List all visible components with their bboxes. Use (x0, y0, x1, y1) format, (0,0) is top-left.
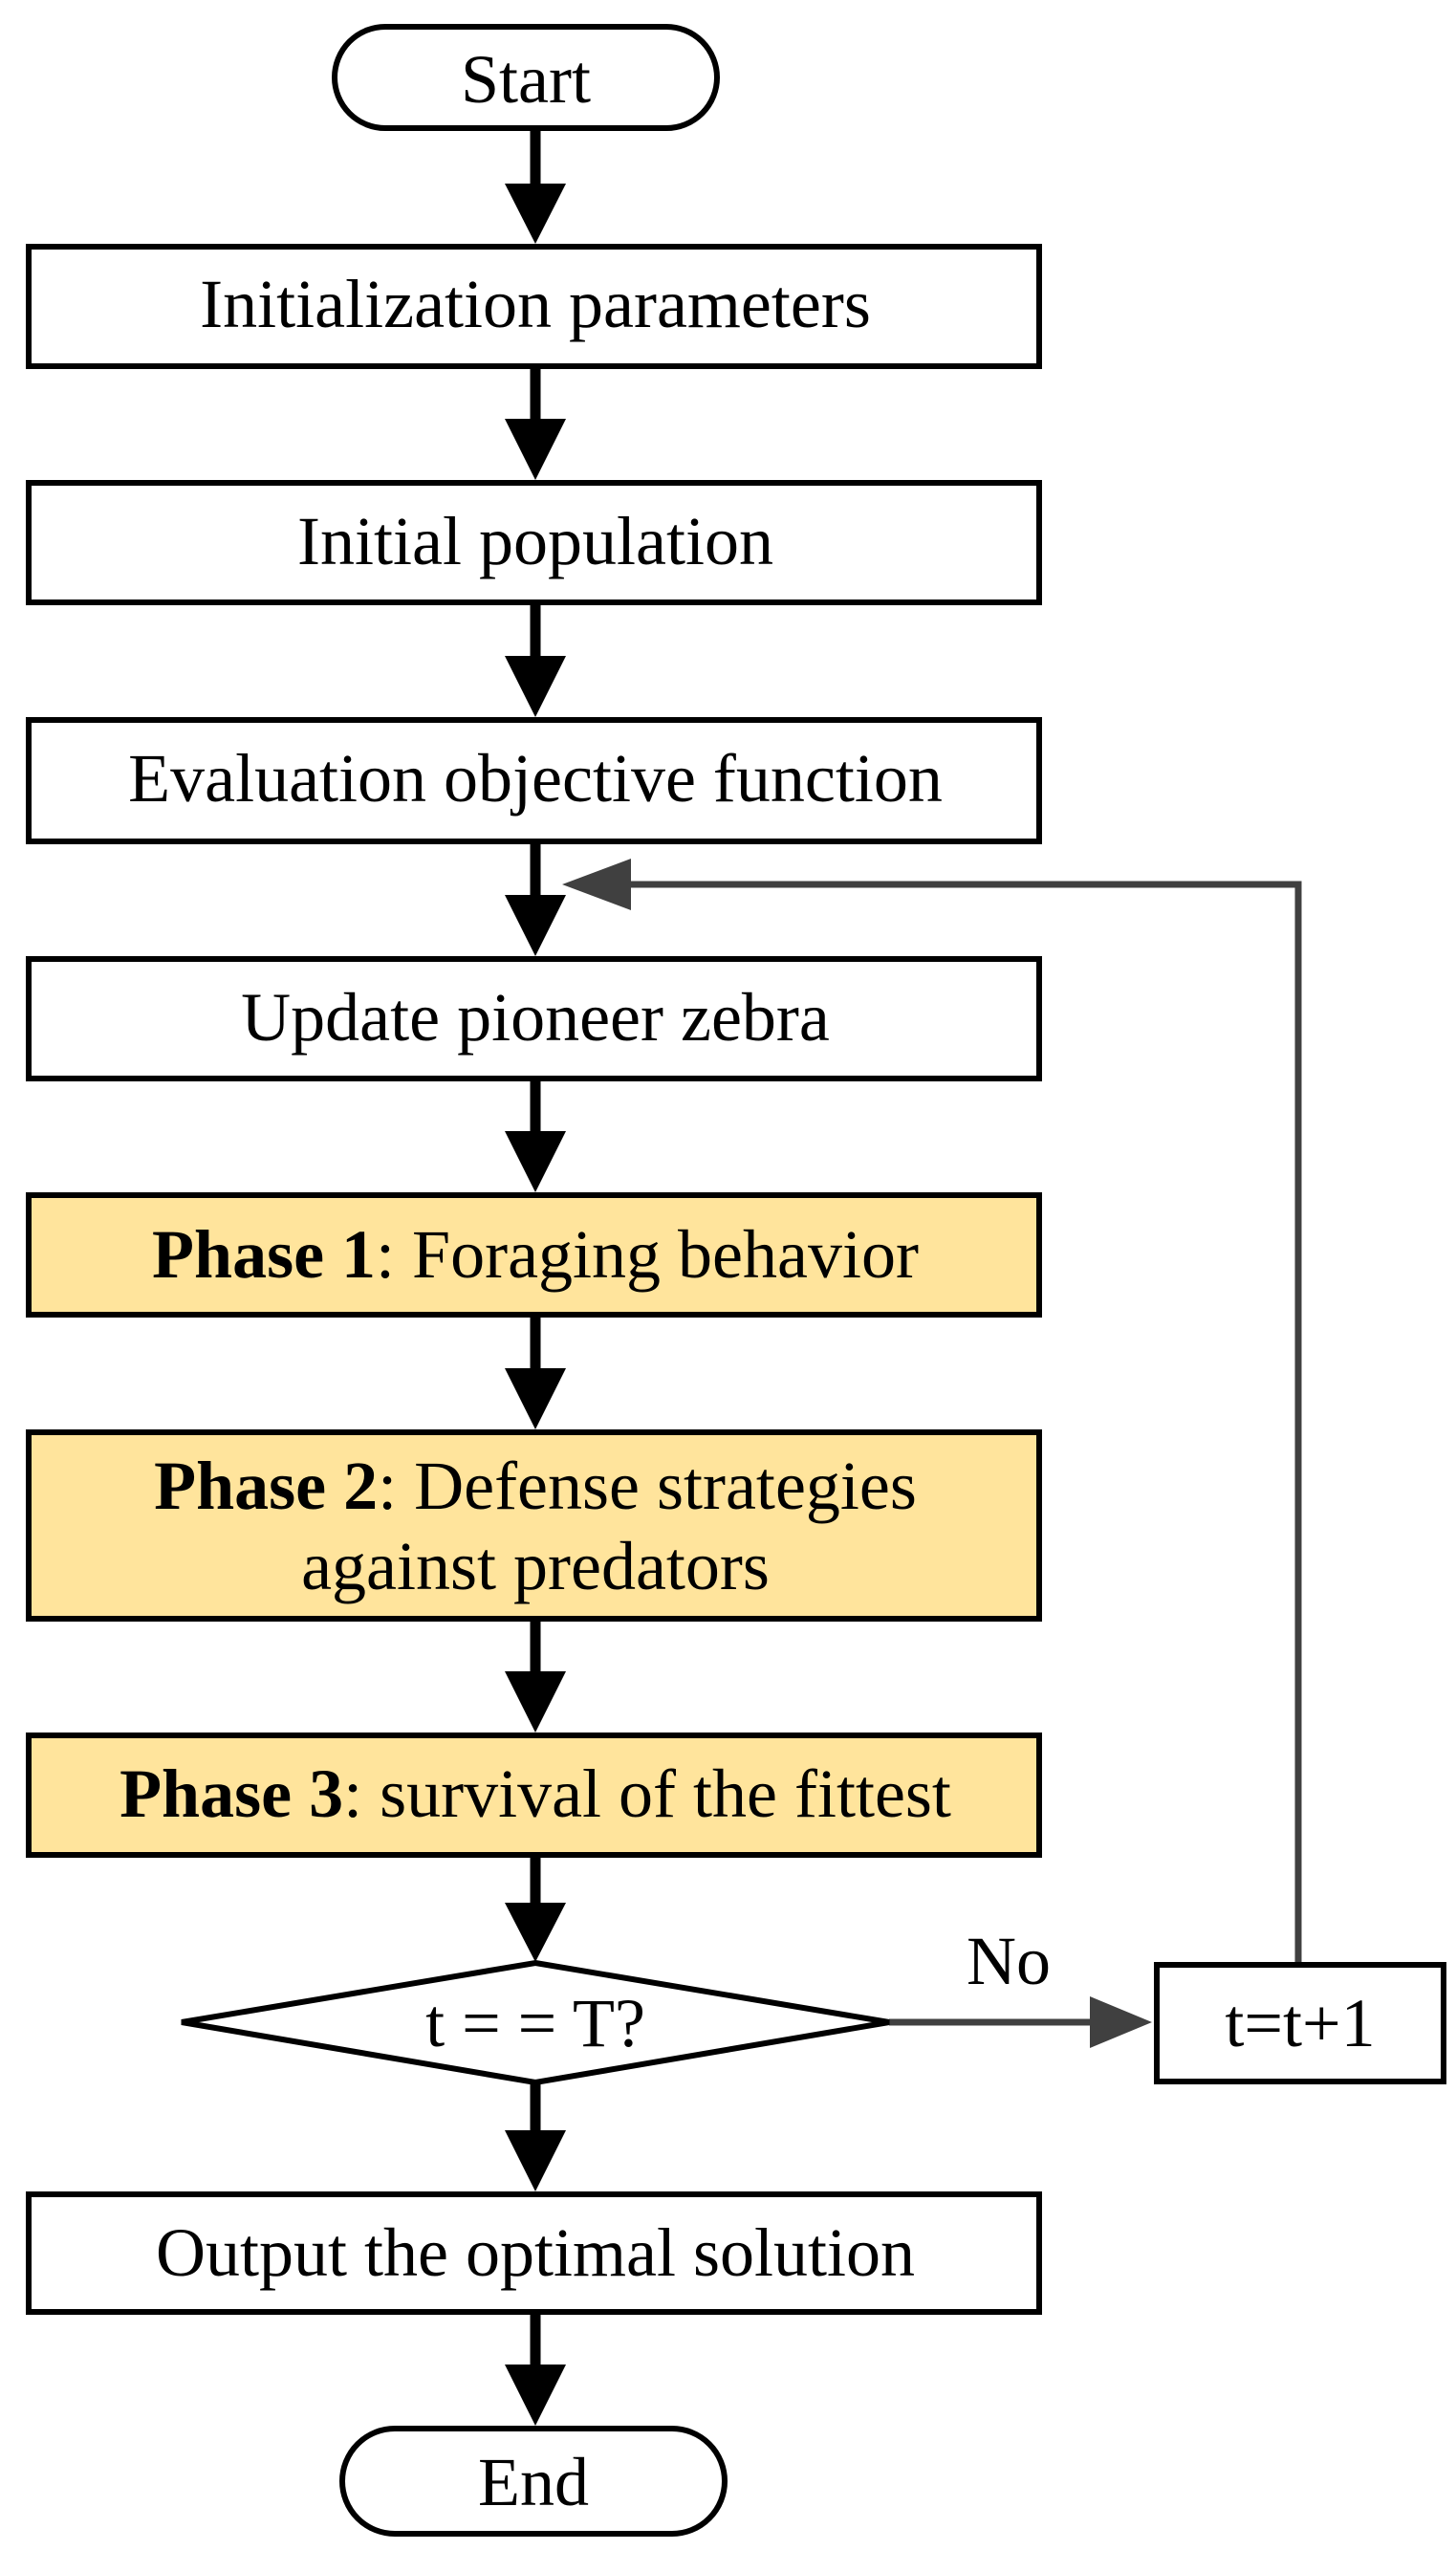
no-branch: No (889, 1923, 1152, 2048)
loop-arrowhead (562, 859, 631, 910)
increment-label: t=t+1 (1225, 1985, 1375, 2061)
arrowhead-phase2-to-phase3 (505, 1671, 566, 1733)
arrowhead-phase1-to-phase2 (505, 1368, 566, 1429)
phase2-label-line2: against predators (301, 1528, 770, 1604)
init-params-label: Initialization parameters (200, 266, 871, 342)
phase1-box: Phase 1: Foraging behavior (26, 1192, 1042, 1318)
update-pioneer-shape (26, 956, 1042, 1081)
evaluation-box: Evaluation objective function (26, 717, 1042, 844)
init-params-shape (26, 244, 1042, 369)
phase1-shape (26, 1192, 1042, 1318)
end-terminal: End (339, 2426, 728, 2537)
arrowhead-pop-to-eval (505, 656, 566, 717)
phase2-bold: Phase 2 (154, 1448, 378, 1524)
arrowhead-update-to-phase1 (505, 1131, 566, 1192)
phase2-rest-line1: : Defense strategies (378, 1448, 917, 1524)
start-terminal: Start (332, 24, 720, 131)
increment-shape (1154, 1962, 1446, 2084)
phase3-label: Phase 3: survival of the fittest (120, 1755, 951, 1832)
arrowhead-start-to-init (505, 184, 566, 244)
edge-label-no: No (967, 1923, 1051, 1999)
phase2-shape (26, 1429, 1042, 1622)
init-population-shape (26, 480, 1042, 605)
arrowhead-decision-to-output (505, 2130, 566, 2191)
arrowhead-eval-to-update (505, 895, 566, 956)
phase2-box: Phase 2: Defense strategies against pred… (26, 1429, 1042, 1622)
update-pioneer-box: Update pioneer zebra (26, 956, 1042, 1081)
start-shape (332, 24, 720, 131)
evaluation-label: Evaluation objective function (128, 740, 943, 817)
loop-back (562, 859, 1302, 1965)
init-population-box: Initial population (26, 480, 1042, 605)
arrowhead-output-to-end (505, 2365, 566, 2426)
evaluation-shape (26, 717, 1042, 844)
init-params-box: Initialization parameters (26, 244, 1042, 369)
decision-label: t = = T? (425, 1985, 645, 2061)
phase2-label-line1: Phase 2: Defense strategies (154, 1448, 917, 1524)
phase3-rest: : survival of the fittest (343, 1755, 951, 1832)
arrowhead-init-to-pop (505, 419, 566, 480)
decision-shape (181, 1959, 890, 2086)
decision-diamond: t = = T? (181, 1959, 890, 2086)
output-box: Output the optimal solution (26, 2191, 1042, 2315)
phase1-bold: Phase 1 (152, 1216, 376, 1293)
main-flow-arrows (505, 126, 566, 2426)
phase3-bold: Phase 3 (120, 1755, 343, 1832)
phase3-shape (26, 1733, 1042, 1858)
output-label: Output the optimal solution (156, 2214, 915, 2291)
loop-line (621, 881, 1302, 1965)
update-pioneer-label: Update pioneer zebra (241, 979, 830, 1056)
output-shape (26, 2191, 1042, 2315)
phase1-label: Phase 1: Foraging behavior (152, 1216, 919, 1293)
arrowhead-decision-to-increment (1090, 1996, 1152, 2048)
phase3-box: Phase 3: survival of the fittest (26, 1733, 1042, 1858)
init-population-label: Initial population (297, 503, 773, 579)
end-label: End (478, 2444, 589, 2520)
phase1-rest: : Foraging behavior (376, 1216, 919, 1293)
increment-box: t=t+1 (1154, 1962, 1446, 2084)
start-label: Start (461, 41, 591, 118)
arrowhead-phase3-to-decision (505, 1903, 566, 1962)
end-shape (339, 2426, 728, 2537)
